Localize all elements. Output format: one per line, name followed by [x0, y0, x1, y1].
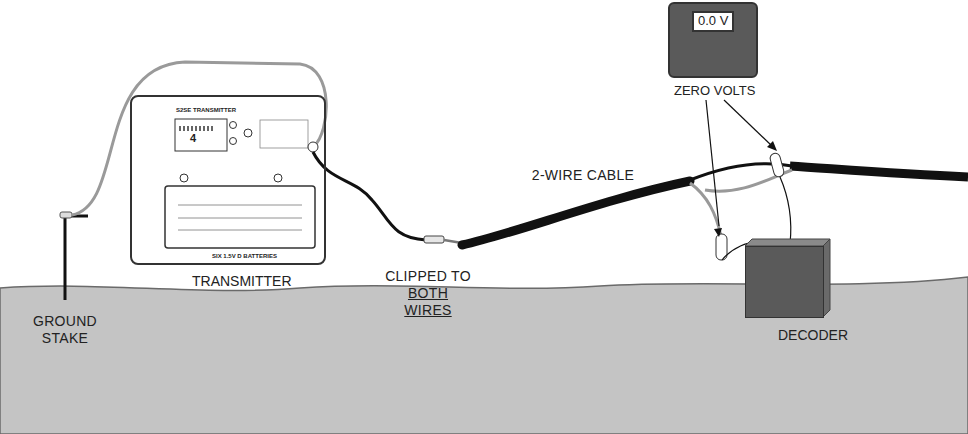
device-label: TRANSMITTER — [192, 273, 292, 289]
warning-panel — [260, 120, 308, 148]
device-title: S2SE TRANSMITTER — [176, 107, 236, 114]
decoder-side — [823, 239, 830, 317]
arrowhead — [767, 141, 777, 151]
display-digit: 4 — [190, 132, 196, 145]
cable-label: 2-WIRE CABLE — [518, 167, 648, 184]
button — [244, 129, 252, 137]
decoder-top — [745, 239, 830, 246]
meter-label: ZERO VOLTS — [674, 84, 755, 99]
arrowhead — [714, 228, 722, 237]
battery-cover — [165, 186, 315, 248]
cover-lines — [178, 205, 302, 230]
display-window — [175, 119, 227, 151]
part-label: GROUND STAKE — [22, 313, 108, 347]
stake-clip — [60, 212, 72, 218]
decoder-label: DECODER — [778, 327, 848, 343]
screw — [274, 174, 282, 182]
terminal — [308, 142, 318, 152]
battery-note: SIX 1.5V D BATTERIES — [212, 253, 277, 260]
callout-text: CLIPPED TO — [383, 268, 473, 285]
leader-arrow — [724, 100, 772, 146]
test-clip — [769, 152, 785, 178]
decoder: DECODER — [745, 246, 824, 318]
screw — [180, 174, 188, 182]
decoder-wire — [780, 177, 791, 244]
leader-arrow — [706, 100, 719, 226]
voltmeter: 0.0 VZERO VOLTS — [668, 2, 758, 78]
button — [230, 138, 237, 145]
clip — [424, 236, 444, 243]
button — [230, 122, 237, 129]
meter-reading: 0.0 V — [692, 11, 734, 32]
two-wire-cable — [462, 181, 690, 245]
transmitter: S2SE TRANSMITTER4SIX 1.5V D BATTERIESTRA… — [130, 95, 326, 265]
signal-lead — [313, 152, 426, 240]
two-wire-cable — [790, 166, 968, 177]
callout-text: BOTH WIRES — [383, 285, 473, 319]
signal-bars — [180, 126, 212, 131]
ground-stake — [65, 216, 88, 300]
